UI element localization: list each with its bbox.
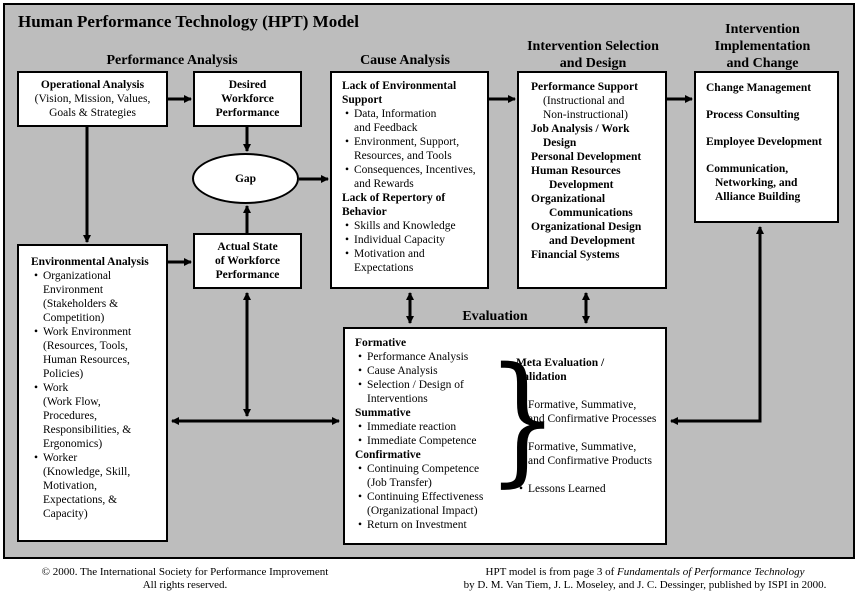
list-item: Cause Analysis <box>358 364 495 378</box>
repertory-list: Skills and Knowledge Individual Capacity… <box>342 219 483 275</box>
human-resources-item: Human Resources <box>531 165 621 177</box>
list-item: Lessons Learned <box>519 482 666 496</box>
list-item: Individual Capacity <box>345 233 483 247</box>
performance-support-title: Performance Support <box>531 81 638 93</box>
job-analysis-item: Job Analysis / Work <box>531 123 630 135</box>
formative-title: Formative <box>355 337 407 349</box>
confirmative-list: Continuing Competence(Job Transfer) Cont… <box>355 462 495 532</box>
arrow-implementation-evaluation <box>670 226 764 425</box>
summative-list: Immediate reaction Immediate Competence <box>355 420 495 448</box>
performance-support-detail: (Instructional and <box>543 95 625 107</box>
header-performance-analysis: Performance Analysis <box>106 53 238 68</box>
curly-brace: } <box>486 338 559 501</box>
list-item: Immediate reaction <box>358 420 495 434</box>
list-item: Work Environment (Resources, Tools, Huma… <box>34 325 162 381</box>
header-intervention-selection: Intervention Selection and Design <box>527 39 659 71</box>
org-communications-item: Organizational <box>531 193 606 205</box>
desired-performance-box: Desired Workforce Performance <box>193 71 302 127</box>
list-item: Immediate Competence <box>358 434 495 448</box>
human-resources-item: Development <box>549 179 614 191</box>
evaluation-box: Formative Performance Analysis Cause Ana… <box>343 327 667 545</box>
job-analysis-item: Design <box>543 137 577 149</box>
org-design-item: Organizational Design <box>531 221 642 233</box>
lack-environmental-support-title: Lack of Environmental Support <box>342 80 457 106</box>
communication-item: Networking, and <box>715 177 798 189</box>
environmental-analysis-title: Environmental Analysis <box>31 256 149 268</box>
list-item: Worker (Knowledge, Skill, Motivation, Ex… <box>34 451 162 521</box>
operational-analysis-box: Operational Analysis (Vision, Mission, V… <box>17 71 168 127</box>
intervention-selection-box: Performance Support (Instructional and N… <box>517 71 667 289</box>
cause-analysis-box: Lack of Environmental Support Data, Info… <box>330 71 489 289</box>
org-design-item: and Development <box>549 235 635 247</box>
gap-ellipse: Gap <box>192 153 299 204</box>
list-item: Work (Work Flow, Procedures, Responsibil… <box>34 381 162 451</box>
formative-list: Performance Analysis Cause Analysis Sele… <box>355 350 495 406</box>
list-item: Performance Analysis <box>358 350 495 364</box>
lack-repertory-title: Lack of Repertory of Behavior <box>342 192 446 218</box>
meta-evaluation-title: Meta Evaluation / Validation <box>516 357 605 383</box>
list-item: Formative, Summative,and Confirmative Pr… <box>519 398 666 426</box>
personal-development-item: Personal Development <box>531 151 642 163</box>
summative-title: Summative <box>355 407 411 419</box>
list-item: Continuing Effectiveness(Organizational … <box>358 490 495 518</box>
process-consulting-item: Process Consulting <box>706 109 800 121</box>
list-item: Consequences, Incentives,and Rewards <box>345 163 483 191</box>
operational-analysis-line: Goals & Strategies <box>49 107 136 119</box>
org-communications-item: Communications <box>549 207 633 219</box>
environmental-list: Organizational Environment (Stakeholders… <box>31 269 162 521</box>
list-item: Formative, Summative,and Confirmative Pr… <box>519 440 666 468</box>
operational-analysis-title: Operational Analysis <box>40 79 145 91</box>
communication-item: Alliance Building <box>715 191 801 203</box>
meta-evaluation-list: Formative, Summative,and Confirmative Pr… <box>516 398 666 496</box>
list-item: Organizational Environment (Stakeholders… <box>34 269 162 325</box>
footer-copyright: © 2000. The International Society for Pe… <box>41 566 329 591</box>
footer-citation: HPT model is from page 3 of Fundamentals… <box>463 566 827 591</box>
header-intervention-implementation: Intervention Implementation and Change <box>714 22 811 71</box>
header-cause-analysis: Cause Analysis <box>360 53 450 68</box>
diagram-title: Human Performance Technology (HPT) Model <box>18 12 359 31</box>
list-item: Continuing Competence(Job Transfer) <box>358 462 495 490</box>
header-evaluation: Evaluation <box>462 309 528 324</box>
communication-item: Communication, <box>706 163 789 175</box>
employee-development-item: Employee Development <box>706 136 822 148</box>
change-management-item: Change Management <box>706 82 812 94</box>
financial-systems-item: Financial Systems <box>531 249 620 261</box>
list-item: Skills and Knowledge <box>345 219 483 233</box>
operational-analysis-line: (Vision, Mission, Values, <box>34 93 151 105</box>
actual-performance-box: Actual State of Workforce Performance <box>193 233 302 289</box>
list-item: Environment, Support,Resources, and Tool… <box>345 135 483 163</box>
performance-support-detail: Non-instructional) <box>543 109 628 121</box>
environmental-analysis-box: Environmental Analysis Organizational En… <box>17 244 168 542</box>
confirmative-title: Confirmative <box>355 449 421 461</box>
intervention-implementation-box: Change Management Process Consulting Emp… <box>694 71 839 223</box>
list-item: Return on Investment <box>358 518 495 532</box>
